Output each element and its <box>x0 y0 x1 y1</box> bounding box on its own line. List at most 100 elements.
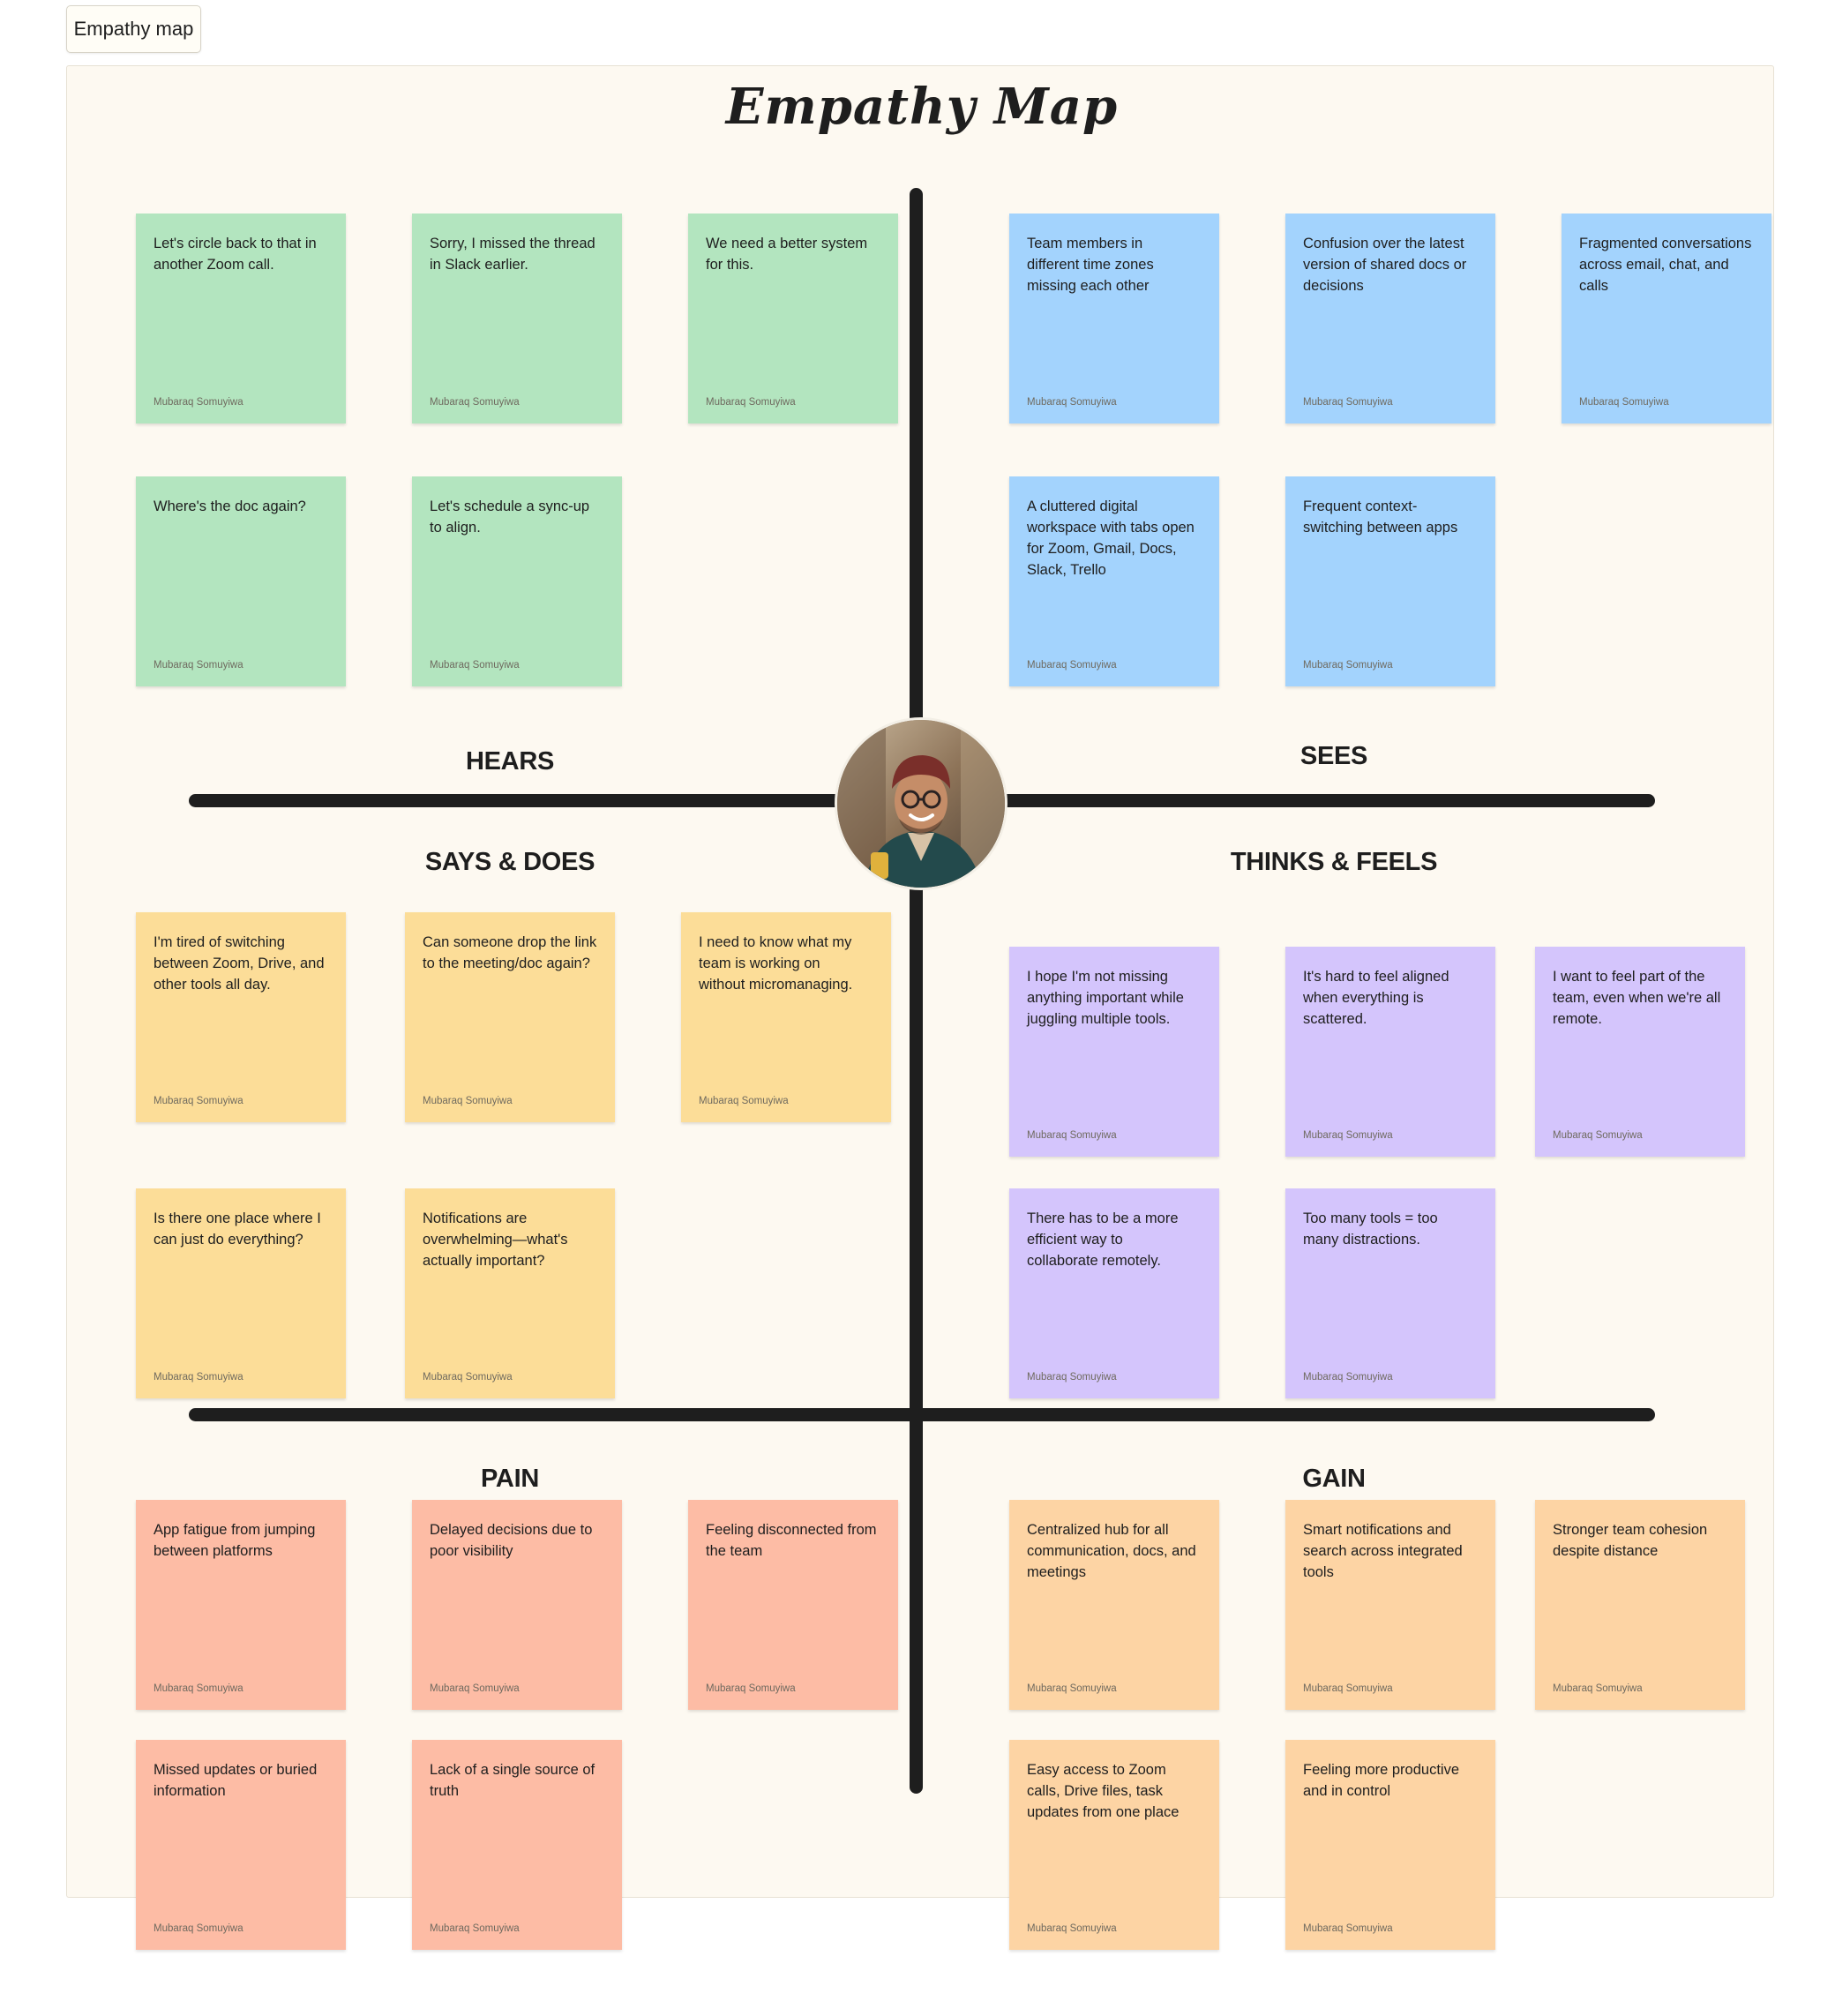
note-text: Team members in different time zones mis… <box>1027 236 1154 294</box>
sticky-note-gain-1[interactable]: Centralized hub for all communication, d… <box>1009 1500 1219 1710</box>
note-text: Sorry, I missed the thread in Slack earl… <box>430 236 595 273</box>
sticky-note-sees-5[interactable]: Frequent context- switching between apps… <box>1285 476 1495 686</box>
note-author: Mubaraq Somuyiwa <box>154 397 243 408</box>
sticky-note-says-does-1[interactable]: I'm tired of switching between Zoom, Dri… <box>136 912 346 1122</box>
note-author: Mubaraq Somuyiwa <box>423 1096 513 1106</box>
sticky-note-pain-1[interactable]: App fatigue from jumping between platfor… <box>136 1500 346 1710</box>
sticky-note-thinks-feels-3[interactable]: I want to feel part of the team, even wh… <box>1535 947 1745 1157</box>
note-text: App fatigue from jumping between platfor… <box>154 1522 316 1559</box>
sticky-note-thinks-feels-5[interactable]: Too many tools = too many distractions. … <box>1285 1188 1495 1398</box>
note-author: Mubaraq Somuyiwa <box>1027 1372 1117 1383</box>
note-author: Mubaraq Somuyiwa <box>154 1683 243 1694</box>
note-author: Mubaraq Somuyiwa <box>430 660 520 671</box>
note-author: Mubaraq Somuyiwa <box>154 660 243 671</box>
sticky-note-thinks-feels-1[interactable]: I hope I'm not missing anything importan… <box>1009 947 1219 1157</box>
note-author: Mubaraq Somuyiwa <box>1303 1923 1393 1934</box>
sticky-note-sees-4[interactable]: A cluttered digital workspace with tabs … <box>1009 476 1219 686</box>
note-author: Mubaraq Somuyiwa <box>154 1923 243 1934</box>
note-author: Mubaraq Somuyiwa <box>1027 397 1117 408</box>
note-author: Mubaraq Somuyiwa <box>706 397 796 408</box>
note-text: Is there one place where I can just do e… <box>154 1210 321 1248</box>
note-text: Stronger team cohesion despite distance <box>1553 1522 1708 1559</box>
note-author: Mubaraq Somuyiwa <box>154 1096 243 1106</box>
note-author: Mubaraq Somuyiwa <box>706 1683 796 1694</box>
note-author: Mubaraq Somuyiwa <box>1303 1683 1393 1694</box>
note-text: Feeling more productive and in control <box>1303 1762 1460 1799</box>
note-author: Mubaraq Somuyiwa <box>430 1683 520 1694</box>
sticky-note-pain-3[interactable]: Feeling disconnected from the team Mubar… <box>688 1500 898 1710</box>
note-author: Mubaraq Somuyiwa <box>1027 1683 1117 1694</box>
note-text: We need a better system for this. <box>706 236 868 273</box>
note-author: Mubaraq Somuyiwa <box>423 1372 513 1383</box>
note-text: Feeling disconnected from the team <box>706 1522 877 1559</box>
note-text: Too many tools = too many distractions. <box>1303 1210 1438 1248</box>
sticky-note-gain-4[interactable]: Easy access to Zoom calls, Drive files, … <box>1009 1740 1219 1950</box>
note-text: A cluttered digital workspace with tabs … <box>1027 498 1195 578</box>
note-text: Confusion over the latest version of sha… <box>1303 236 1467 294</box>
note-author: Mubaraq Somuyiwa <box>154 1372 243 1383</box>
sticky-note-thinks-feels-2[interactable]: It's hard to feel aligned when everythin… <box>1285 947 1495 1157</box>
sticky-note-pain-2[interactable]: Delayed decisions due to poor visibility… <box>412 1500 622 1710</box>
note-text: Let's circle back to that in another Zoo… <box>154 236 317 273</box>
section-title-sees: SEES <box>1299 742 1368 770</box>
note-text: I hope I'm not missing anything importan… <box>1027 969 1184 1027</box>
board-tab-label[interactable]: Empathy map <box>66 5 201 53</box>
sticky-note-says-does-3[interactable]: I need to know what my team is working o… <box>681 912 891 1122</box>
sticky-note-sees-3[interactable]: Fragmented conversations across email, c… <box>1562 214 1771 423</box>
sticky-note-thinks-feels-4[interactable]: There has to be a more efficient way to … <box>1009 1188 1219 1398</box>
note-author: Mubaraq Somuyiwa <box>1027 1923 1117 1934</box>
note-author: Mubaraq Somuyiwa <box>1027 1130 1117 1141</box>
section-title-thinks-feels: THINKS & FEELS <box>1230 848 1438 876</box>
note-author: Mubaraq Somuyiwa <box>1027 660 1117 671</box>
section-title-hears: HEARS <box>465 747 554 776</box>
section-title-gain: GAIN <box>1302 1465 1366 1493</box>
sticky-note-says-does-5[interactable]: Notifications are overwhelming—what's ac… <box>405 1188 615 1398</box>
board-title: Empathy Map <box>725 78 1119 136</box>
note-author: Mubaraq Somuyiwa <box>1553 1130 1643 1141</box>
sticky-note-hears-2[interactable]: Sorry, I missed the thread in Slack earl… <box>412 214 622 423</box>
sticky-note-sees-1[interactable]: Team members in different time zones mis… <box>1009 214 1219 423</box>
sticky-note-sees-2[interactable]: Confusion over the latest version of sha… <box>1285 214 1495 423</box>
sticky-note-hears-5[interactable]: Let's schedule a sync-up to align. Mubar… <box>412 476 622 686</box>
vertical-axis <box>910 188 923 1794</box>
section-title-pain: PAIN <box>481 1465 539 1493</box>
sticky-note-pain-5[interactable]: Lack of a single source of truth Mubaraq… <box>412 1740 622 1950</box>
note-author: Mubaraq Somuyiwa <box>430 397 520 408</box>
note-author: Mubaraq Somuyiwa <box>430 1923 520 1934</box>
horizontal-axis-bottom <box>189 1408 1655 1421</box>
sticky-note-gain-3[interactable]: Stronger team cohesion despite distance … <box>1535 1500 1745 1710</box>
note-text: It's hard to feel aligned when everythin… <box>1303 969 1449 1027</box>
note-text: Can someone drop the link to the meeting… <box>423 934 597 971</box>
sticky-note-says-does-4[interactable]: Is there one place where I can just do e… <box>136 1188 346 1398</box>
sticky-note-hears-4[interactable]: Where's the doc again? Mubaraq Somuyiwa <box>136 476 346 686</box>
note-text: Notifications are overwhelming—what's ac… <box>423 1210 568 1269</box>
note-author: Mubaraq Somuyiwa <box>1303 1372 1393 1383</box>
note-author: Mubaraq Somuyiwa <box>1553 1683 1643 1694</box>
note-text: Frequent context- switching between apps <box>1303 498 1458 536</box>
note-text: Centralized hub for all communication, d… <box>1027 1522 1196 1580</box>
note-author: Mubaraq Somuyiwa <box>1579 397 1669 408</box>
note-text: I'm tired of switching between Zoom, Dri… <box>154 934 325 993</box>
sticky-note-hears-3[interactable]: We need a better system for this. Mubara… <box>688 214 898 423</box>
persona-avatar[interactable] <box>835 717 1007 890</box>
note-author: Mubaraq Somuyiwa <box>1303 1130 1393 1141</box>
sticky-note-pain-4[interactable]: Missed updates or buried information Mub… <box>136 1740 346 1950</box>
note-text: Delayed decisions due to poor visibility <box>430 1522 593 1559</box>
note-text: Fragmented conversations across email, c… <box>1579 236 1752 294</box>
persona-photo <box>837 720 1005 888</box>
sticky-note-gain-2[interactable]: Smart notifications and search across in… <box>1285 1500 1495 1710</box>
section-title-says-does: SAYS & DOES <box>424 848 595 876</box>
sticky-note-hears-1[interactable]: Let's circle back to that in another Zoo… <box>136 214 346 423</box>
sticky-note-says-does-2[interactable]: Can someone drop the link to the meeting… <box>405 912 615 1122</box>
note-text: Lack of a single source of truth <box>430 1762 595 1799</box>
note-text: Let's schedule a sync-up to align. <box>430 498 590 536</box>
note-author: Mubaraq Somuyiwa <box>699 1096 789 1106</box>
note-text: I need to know what my team is working o… <box>699 934 853 993</box>
note-text: Where's the doc again? <box>154 498 306 514</box>
note-text: I want to feel part of the team, even wh… <box>1553 969 1721 1027</box>
note-text: Easy access to Zoom calls, Drive files, … <box>1027 1762 1180 1820</box>
sticky-note-gain-5[interactable]: Feeling more productive and in control M… <box>1285 1740 1495 1950</box>
note-text: There has to be a more efficient way to … <box>1027 1210 1179 1269</box>
note-author: Mubaraq Somuyiwa <box>1303 660 1393 671</box>
note-author: Mubaraq Somuyiwa <box>1303 397 1393 408</box>
